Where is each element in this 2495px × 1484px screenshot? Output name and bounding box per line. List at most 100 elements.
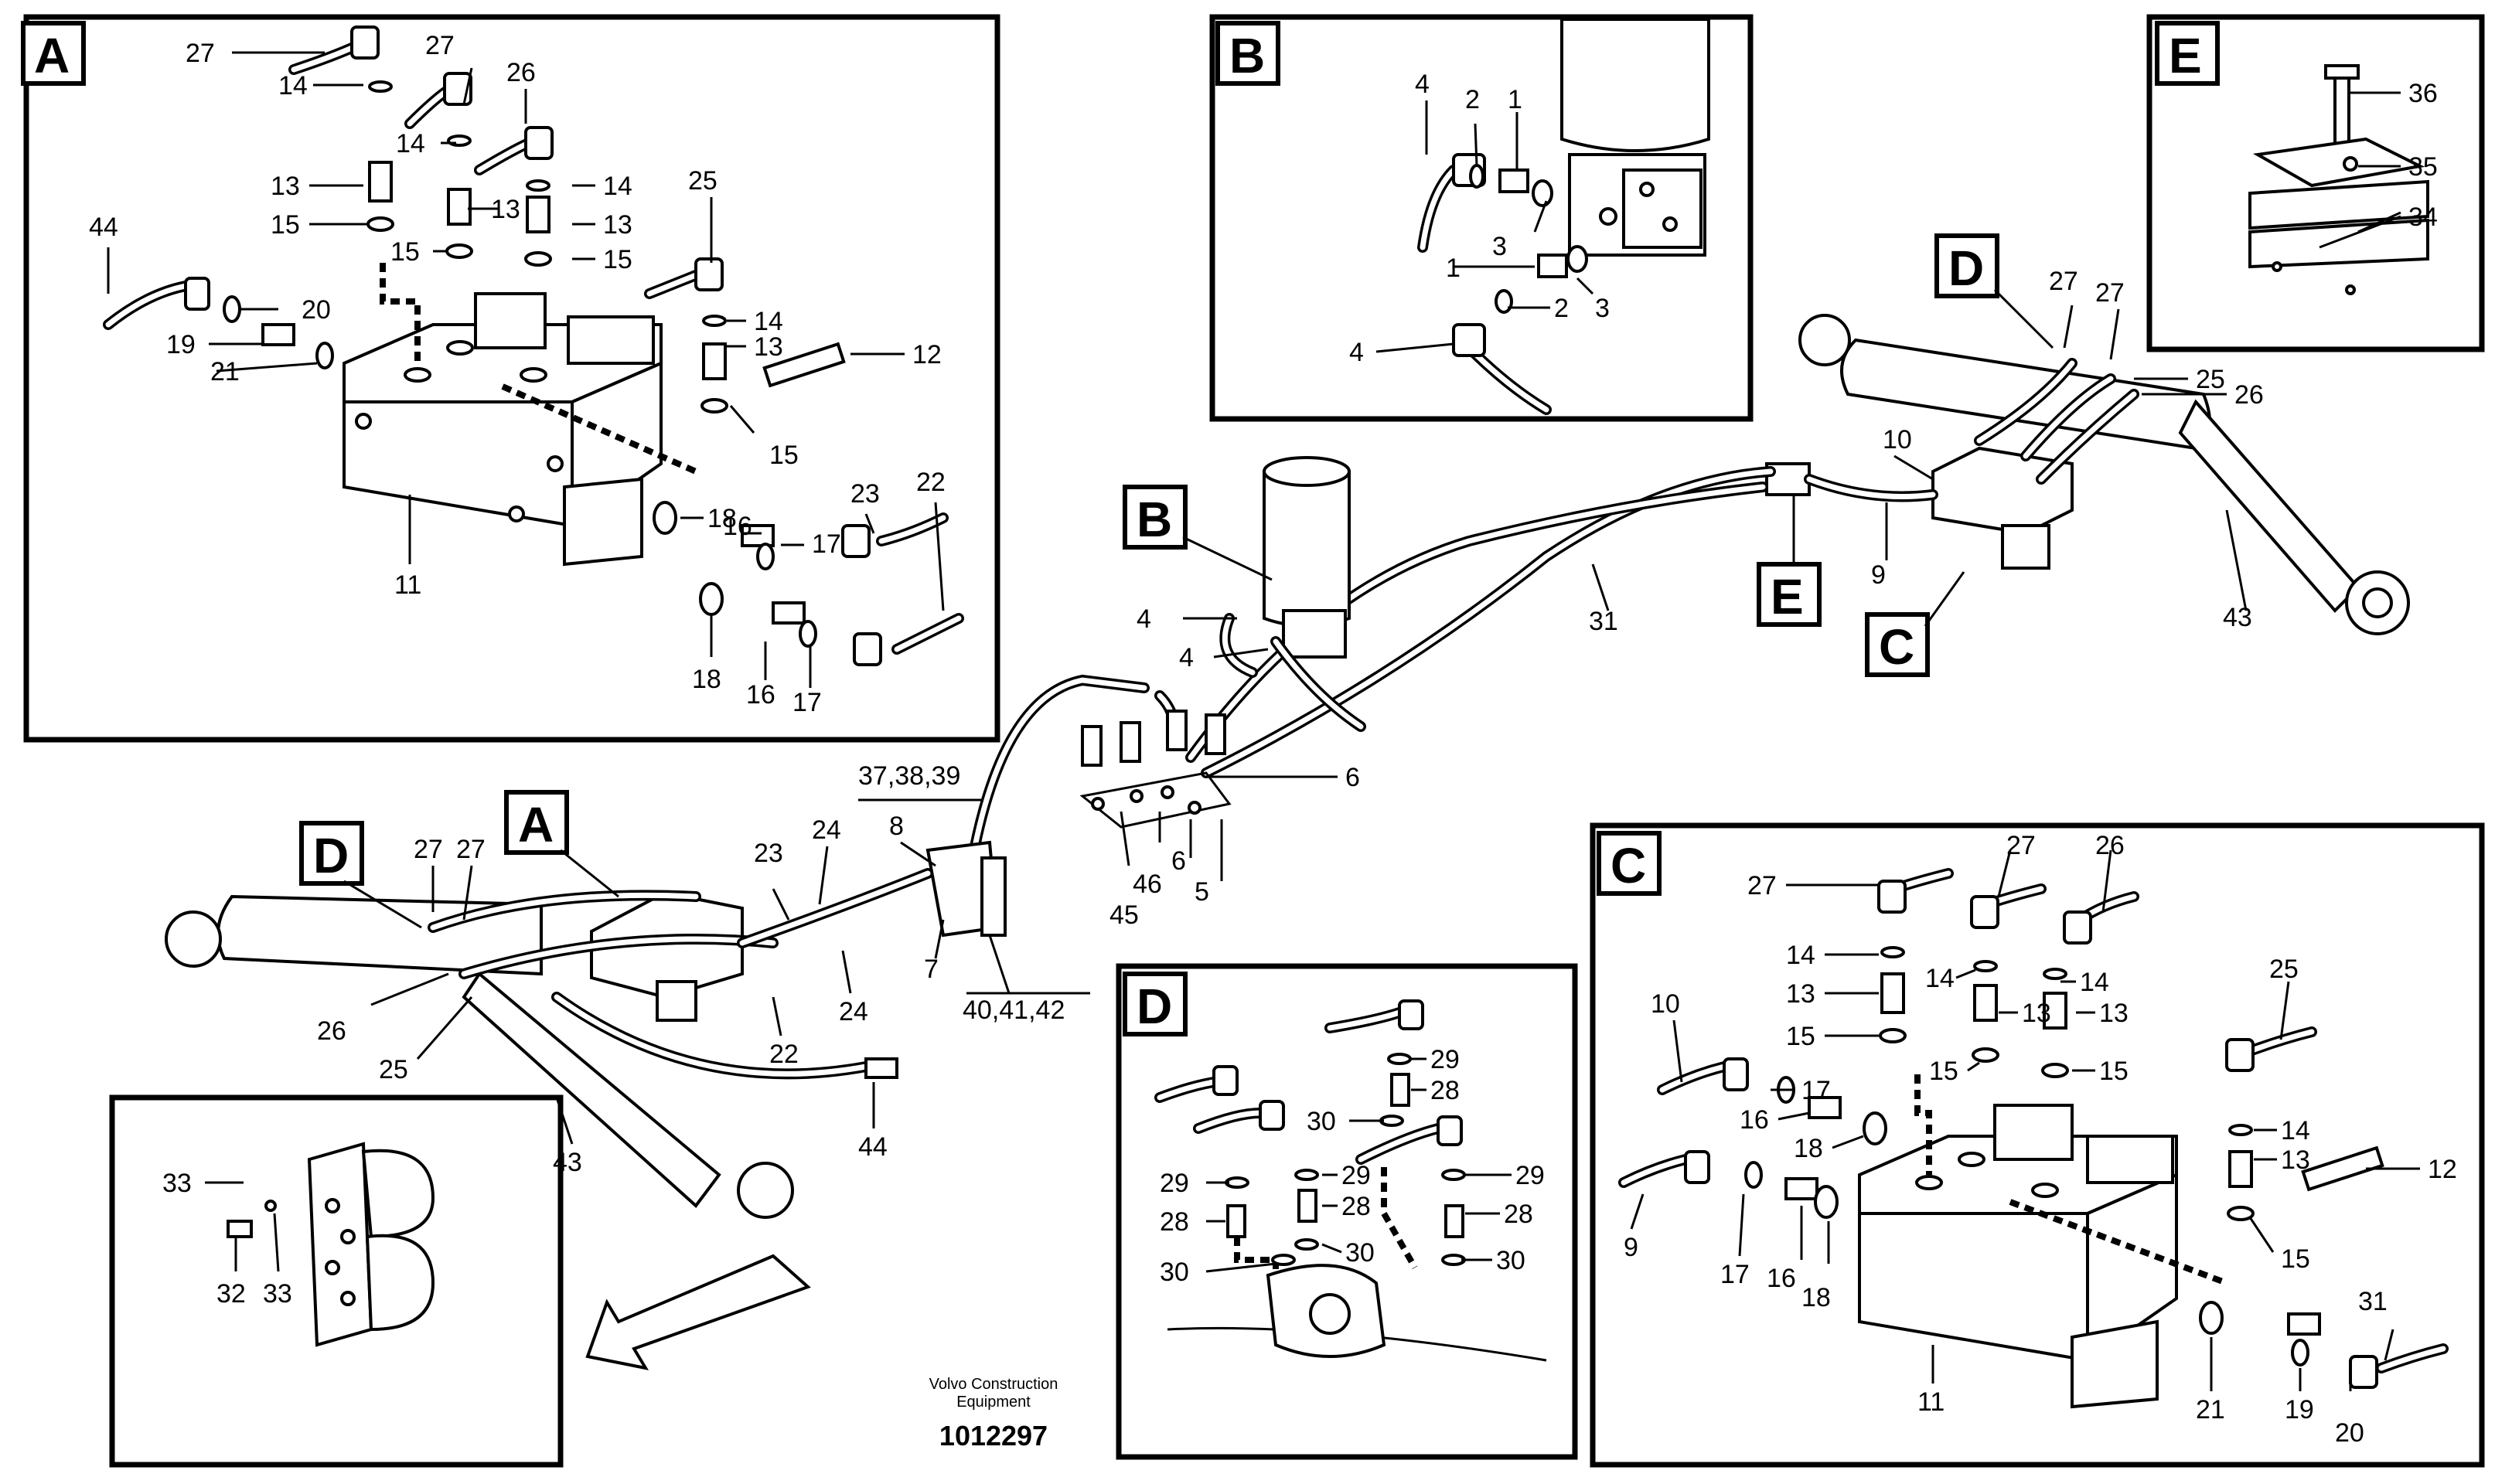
part-number-label: 15 <box>603 245 632 274</box>
part-number-label: 6 <box>1171 846 1186 876</box>
part-number-label: 25 <box>2196 365 2225 394</box>
part-number-label: 14 <box>1786 941 1815 970</box>
part-number-label: 18 <box>1801 1283 1831 1312</box>
part-number-label: 28 <box>1341 1192 1371 1221</box>
part-number-label: 20 <box>2335 1418 2364 1448</box>
part-number-label: 20 <box>302 295 331 325</box>
part-number-label: 30 <box>1160 1258 1189 1287</box>
part-number-label: 4 <box>1137 604 1151 634</box>
inset-manifold: 33 32 33 <box>109 1094 564 1468</box>
part-number-label: 31 <box>1589 607 1618 636</box>
part-number-label: 14 <box>396 129 425 158</box>
part-number-label: 33 <box>263 1279 292 1309</box>
part-number-label: 11 <box>1917 1387 1945 1417</box>
part-number-label: 30 <box>1496 1246 1525 1275</box>
part-number-label: 18 <box>707 504 737 533</box>
part-number-label: 23 <box>850 479 880 509</box>
part-number-label: 17 <box>1720 1260 1750 1289</box>
part-number-label: 33 <box>162 1169 192 1198</box>
part-number-label: 26 <box>2095 831 2125 860</box>
part-number-label: 26 <box>2234 380 2264 410</box>
part-number-label: 15 <box>769 441 799 470</box>
part-number-label: 25 <box>379 1055 408 1084</box>
view-a: A <box>21 14 1000 743</box>
part-number-label: 13 <box>1786 979 1815 1009</box>
part-number-label: 27 <box>1747 871 1777 900</box>
part-number-label: 4 <box>1179 643 1194 672</box>
part-number-label: 3 <box>1595 294 1610 323</box>
part-number-label: 14 <box>2080 968 2109 997</box>
caption: Volvo Construction Equipment 1012297 <box>929 1376 1058 1452</box>
part-number-label: 27 <box>186 39 215 68</box>
part-number-label: 40,41,42 <box>963 996 1065 1025</box>
part-number-label: 29 <box>1515 1161 1545 1190</box>
part-number-label: 37,38,39 <box>858 761 960 791</box>
callout-d-left: D <box>313 828 349 883</box>
part-number-label: 17 <box>812 529 841 559</box>
part-number-label: 27 <box>2049 267 2078 296</box>
part-number-label: 14 <box>1925 964 1955 993</box>
part-number-label: 19 <box>166 330 196 359</box>
part-number-label: 12 <box>912 340 942 369</box>
part-number-label: 28 <box>1504 1200 1533 1229</box>
part-number-label: 18 <box>1794 1134 1823 1163</box>
part-number-label: 28 <box>1430 1076 1460 1105</box>
company-line-1: Volvo Construction <box>929 1376 1058 1393</box>
drawing-number: 1012297 <box>939 1420 1048 1452</box>
part-number-label: 14 <box>603 172 632 201</box>
part-number-label: 36 <box>2408 79 2438 108</box>
part-number-label: 4 <box>1415 70 1430 99</box>
view-e: E 36 35 34 <box>2146 14 2485 352</box>
part-number-label: 31 <box>2358 1287 2388 1316</box>
part-number-label: 13 <box>603 210 632 240</box>
part-number-label: 21 <box>2196 1395 2225 1424</box>
part-number-label: 12 <box>2428 1155 2457 1184</box>
direction-arrow <box>585 1254 811 1370</box>
part-number-label: 35 <box>2408 152 2438 182</box>
view-e-tag: E <box>2169 28 2202 83</box>
part-number-label: 28 <box>1160 1207 1189 1237</box>
part-number-label: 27 <box>2006 831 2036 860</box>
part-number-label: 1 <box>1508 85 1522 114</box>
part-number-label: 27 <box>2095 278 2125 308</box>
part-number-label: 44 <box>89 213 118 242</box>
part-number-label: 26 <box>506 58 536 87</box>
part-number-label: 43 <box>2223 603 2252 632</box>
part-number-label: 11 <box>394 570 421 600</box>
part-number-label: 13 <box>2281 1145 2310 1175</box>
part-number-label: 27 <box>425 31 455 60</box>
callout-b: B <box>1137 492 1172 547</box>
part-number-label: 22 <box>916 468 946 497</box>
part-number-label: 14 <box>2281 1116 2310 1145</box>
part-number-label: 14 <box>754 307 783 336</box>
part-number-label: 15 <box>2281 1244 2310 1274</box>
part-number-label: 2 <box>1465 85 1480 114</box>
part-number-label: 9 <box>1871 560 1886 590</box>
part-number-label: 34 <box>2408 203 2438 232</box>
part-number-label: 15 <box>1786 1022 1815 1051</box>
part-number-label: 16 <box>723 512 752 541</box>
part-number-label: 24 <box>812 815 841 845</box>
part-number-label: 19 <box>2285 1395 2314 1424</box>
part-number-label: 2 <box>1554 294 1569 323</box>
part-number-label: 25 <box>2269 955 2299 984</box>
part-number-label: 14 <box>278 71 308 100</box>
part-number-label: 29 <box>1430 1045 1460 1074</box>
part-number-label: 26 <box>317 1016 346 1046</box>
part-number-label: 13 <box>271 172 300 201</box>
part-number-label: 17 <box>792 688 822 717</box>
part-number-label: 13 <box>2099 999 2129 1028</box>
part-number-label: 30 <box>1307 1107 1336 1136</box>
view-c: C <box>1590 822 2485 1468</box>
part-number-label: 23 <box>754 839 783 868</box>
part-number-label: 7 <box>924 955 939 984</box>
part-number-label: 45 <box>1109 900 1139 930</box>
part-number-label: 10 <box>1651 989 1680 1019</box>
part-number-label: 4 <box>1349 338 1364 367</box>
part-number-label: 13 <box>754 332 783 362</box>
callout-e: E <box>1771 569 1804 625</box>
part-number-label: 13 <box>491 195 520 224</box>
part-number-label: 16 <box>1740 1105 1769 1135</box>
part-number-label: 15 <box>271 210 300 240</box>
